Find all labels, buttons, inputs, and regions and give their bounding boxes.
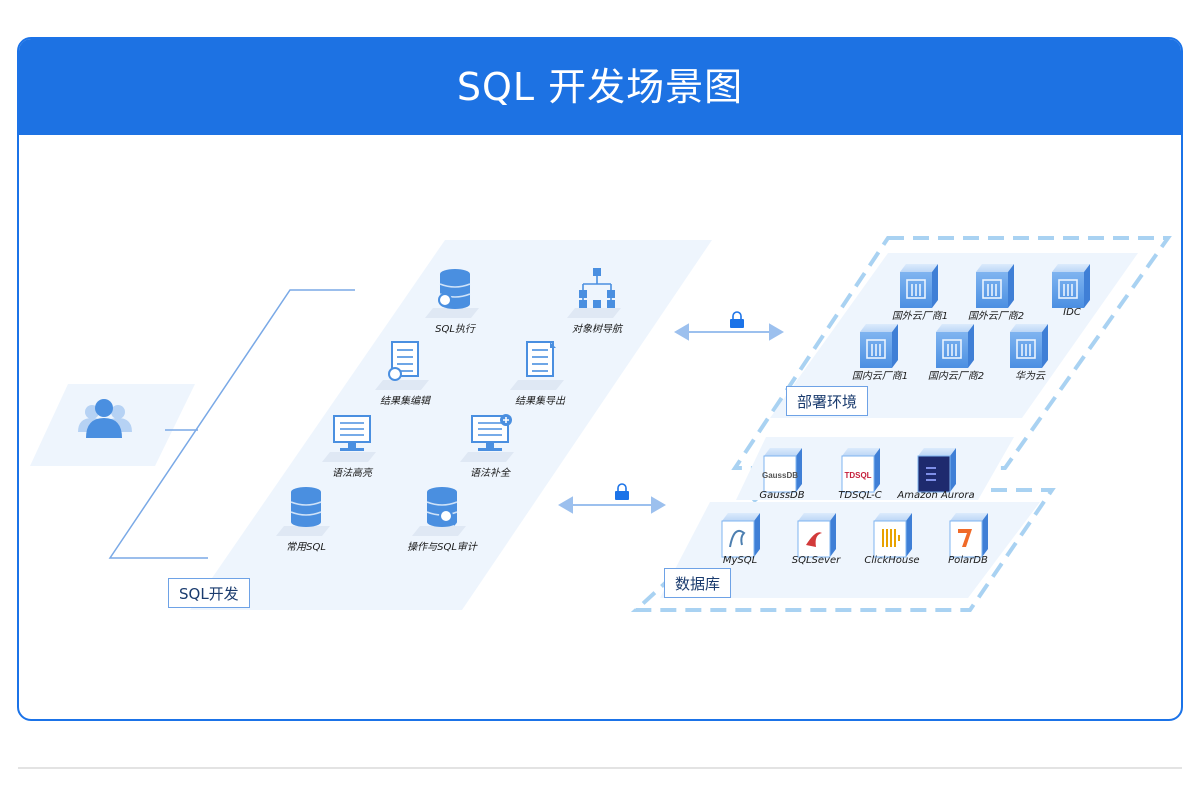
logo-text: TDSQL: [844, 471, 871, 480]
feature-label: 常用SQL: [286, 542, 326, 553]
connector-lines: [108, 289, 355, 559]
page-title: SQL 开发场景图: [19, 39, 1181, 135]
database-label: TDSQL-C: [838, 490, 882, 501]
database-label: Amazon Aurora: [897, 490, 975, 501]
group-tag-deploy: 部署环境: [786, 386, 869, 416]
building-icon: [1010, 324, 1048, 368]
tree-nav-icon: [567, 268, 621, 318]
deploy-label: 华为云: [1015, 371, 1045, 382]
database-logo-icon: GaussDB: [762, 448, 802, 493]
building-icon: [936, 324, 974, 368]
database-logo-icon: [949, 513, 988, 558]
document-export-icon: [510, 341, 564, 390]
building-icon: [1052, 264, 1090, 308]
deploy-cubes: [860, 264, 1090, 368]
database-search-icon: [412, 487, 466, 536]
db-cubes: GaussDB TDSQL: [721, 448, 988, 558]
feature-label: 语法补全: [470, 468, 510, 479]
feature-label: 操作与SQL审计: [407, 542, 477, 553]
monitor-plus-icon: [460, 414, 514, 462]
database-logo-icon: [797, 513, 836, 558]
deploy-label: 国外云厂商2: [967, 311, 1025, 322]
monitor-icon: [322, 415, 376, 462]
deploy-label: 国内云厂商2: [927, 371, 985, 382]
lock-icon: [615, 483, 629, 500]
feature-label: 语法高亮: [332, 468, 372, 479]
group-tag-sql-dev: SQL开发: [168, 578, 250, 608]
database-label: GaussDB: [759, 490, 805, 501]
deploy-label: IDC: [1063, 307, 1081, 318]
deploy-label: 国外云厂商1: [891, 311, 949, 322]
lock-icon: [730, 311, 744, 328]
database-label: ClickHouse: [864, 555, 920, 566]
deploy-panel: [731, 236, 1172, 470]
footer-divider: [18, 767, 1182, 769]
arrow-to-deploy: [674, 323, 784, 341]
building-icon: [900, 264, 938, 308]
database-gear-icon: [425, 269, 479, 318]
users-icon: [78, 399, 132, 438]
database-logo-icon: [721, 513, 760, 558]
deploy-label: 国内云厂商1: [851, 371, 909, 382]
document-gear-icon: [375, 341, 429, 390]
database-label: SQLSever: [791, 555, 841, 566]
feature-label: SQL执行: [435, 324, 475, 335]
database-logo-icon: [873, 513, 912, 558]
database-icon: [276, 487, 330, 536]
feature-label: 结果集编辑: [380, 396, 430, 407]
database-logo-icon: TDSQL: [841, 448, 880, 493]
database-label: PolarDB: [948, 555, 988, 566]
feature-icons: [276, 268, 621, 536]
building-icon: [976, 264, 1014, 308]
feature-label: 结果集导出: [515, 396, 565, 407]
group-tag-database: 数据库: [664, 568, 732, 598]
arrow-to-database: [558, 496, 666, 514]
building-icon: [860, 324, 898, 368]
feature-label: 对象树导航: [572, 324, 622, 335]
database-label: MySQL: [722, 555, 758, 566]
logo-text: GaussDB: [762, 471, 798, 480]
database-logo-icon: [917, 448, 956, 493]
